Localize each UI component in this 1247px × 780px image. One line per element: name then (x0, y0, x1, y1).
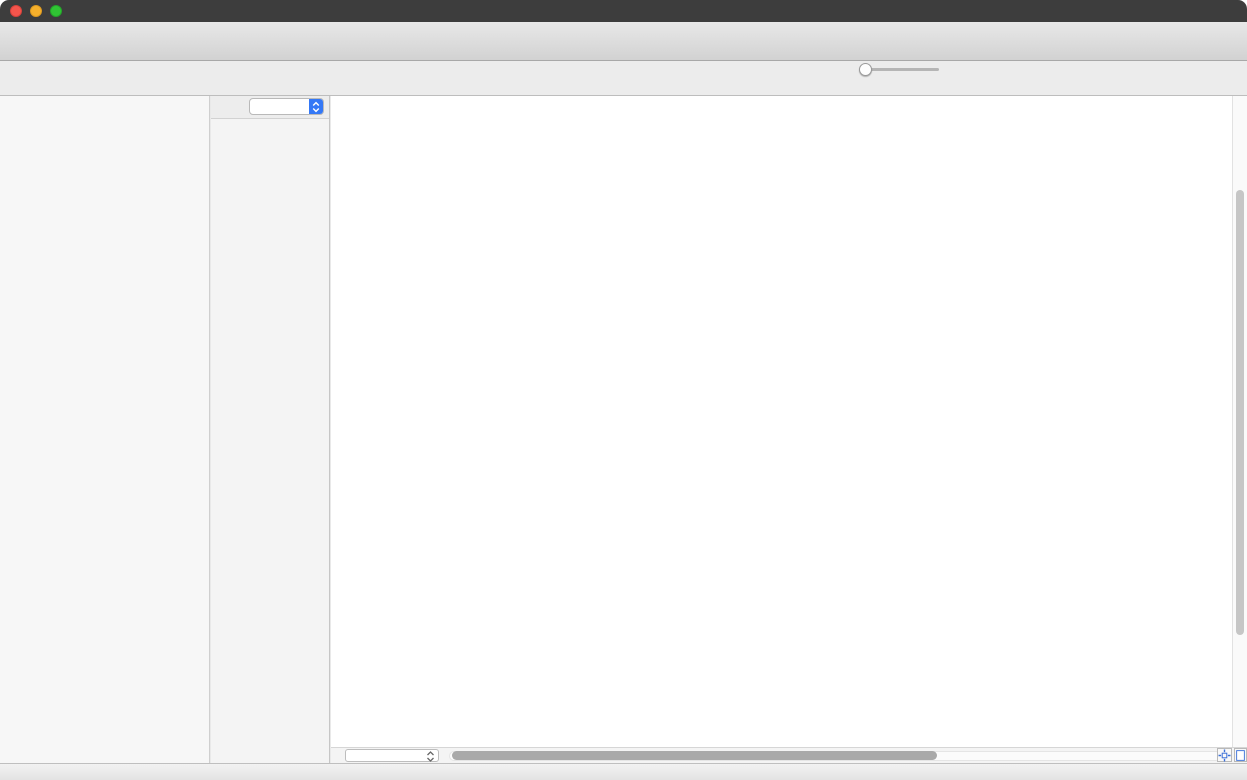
zoom-slider-control (850, 62, 948, 76)
library-panel (211, 96, 330, 763)
maximize-button[interactable] (50, 5, 62, 17)
title-bar (0, 0, 1247, 22)
zoom-stepper-icon (426, 750, 435, 766)
tools-toolbar (0, 61, 1247, 96)
library-panel-header (211, 96, 329, 119)
canvas-bottom-bar (331, 747, 1247, 763)
close-button[interactable] (10, 5, 22, 17)
window-title (0, 0, 1247, 22)
zoom-level-select[interactable] (345, 749, 439, 762)
vertical-scrollbar-thumb[interactable] (1236, 190, 1244, 635)
horizontal-scrollbar-thumb[interactable] (452, 751, 937, 760)
traffic-lights (10, 5, 62, 17)
vertical-scrollbar[interactable] (1232, 96, 1247, 747)
minimize-button[interactable] (30, 5, 42, 17)
pan-navigator-button[interactable] (1217, 748, 1232, 762)
zoom-slider-thumb[interactable] (859, 62, 872, 76)
dropdown-stepper-icon (309, 99, 323, 114)
pages-sidebar (0, 96, 210, 763)
status-bar (0, 763, 1247, 780)
main-toolbar (0, 22, 1247, 61)
library-dropdown[interactable] (249, 98, 324, 115)
diagram-canvas[interactable] (331, 96, 1232, 747)
zoom-slider-track[interactable] (859, 62, 939, 76)
fit-page-button[interactable] (1234, 748, 1247, 762)
